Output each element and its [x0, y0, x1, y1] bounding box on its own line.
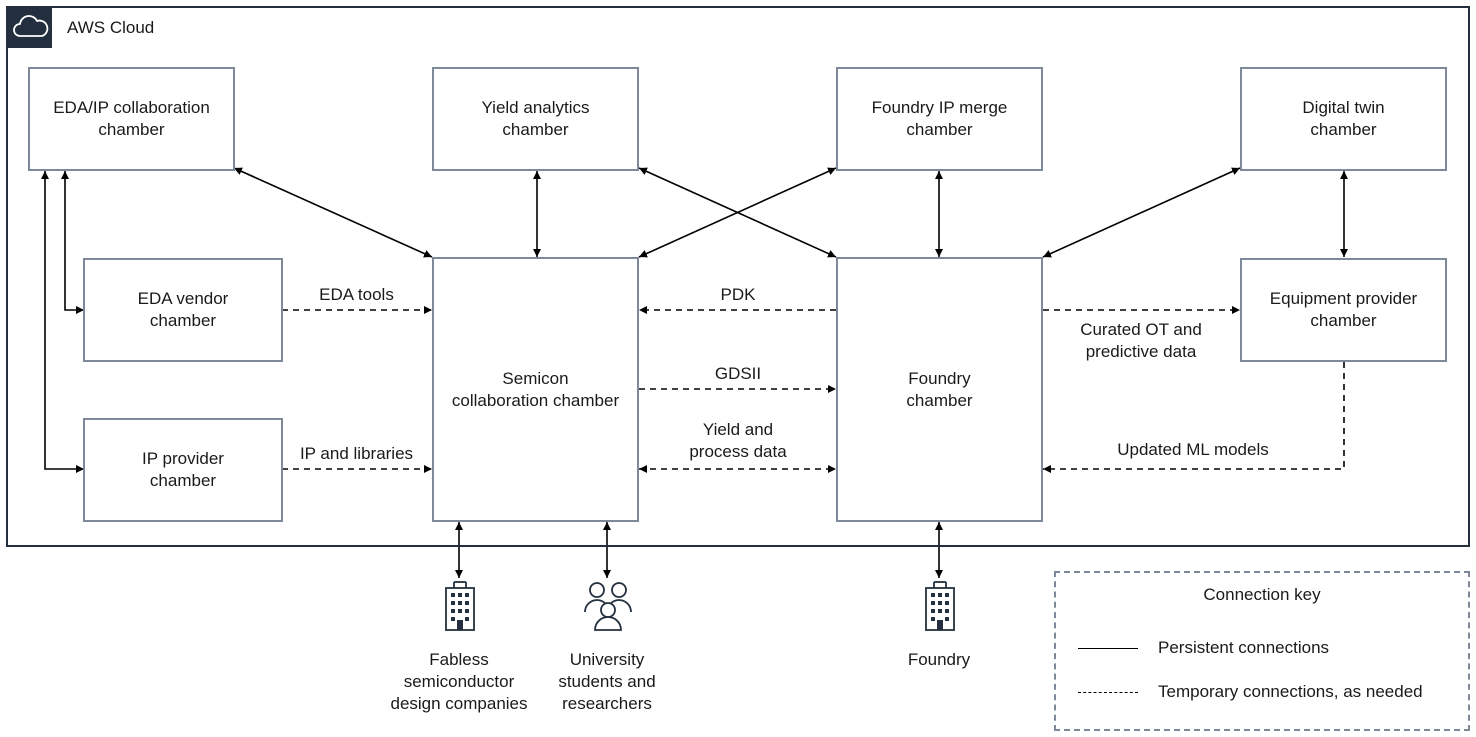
connector-updated-ml [1043, 362, 1345, 473]
semicon-collaboration-chamber[interactable]: Semicon collaboration chamber [432, 257, 639, 522]
actor-label-fabless: Fabless semiconductor design companies [390, 650, 528, 713]
edge-label-eda-tools: EDA tools [319, 285, 394, 304]
solid-line-swatch [1078, 648, 1138, 649]
connector-eda-ip-to-eda-vendor [61, 171, 84, 314]
connector-foundry-ip-to-semicon [638, 167, 837, 258]
edge-label-updated-ml: Updated ML models [1117, 440, 1269, 459]
chamber-label: EDA/IP collaboration chamber [53, 98, 210, 139]
chamber-label: Digital twin chamber [1302, 98, 1385, 139]
actor-label-foundry: Foundry [907, 650, 971, 669]
equipment-provider-chamber[interactable]: Equipment provider chamber [1240, 258, 1447, 362]
ip-provider-chamber[interactable]: IP provider chamber [83, 418, 283, 522]
edge-label-pdk: PDK [720, 285, 756, 304]
actor-label-university: University students and researchers [558, 650, 656, 713]
building-icon [445, 581, 475, 631]
dashed-line-swatch [1078, 692, 1138, 693]
legend-persistent-label: Persistent connections [1158, 638, 1330, 657]
chamber-label: Yield analytics chamber [481, 98, 590, 139]
users-icon [584, 582, 632, 631]
digital-twin-chamber[interactable]: Digital twin chamber [1240, 67, 1447, 171]
chamber-label: IP provider chamber [142, 449, 224, 490]
connection-key-legend: Connection key Persistent connections Te… [1054, 571, 1470, 731]
eda-ip-collaboration-chamber[interactable]: EDA/IP collaboration chamber [28, 67, 235, 171]
legend-title: Connection key [1203, 585, 1321, 604]
foundry-ip-merge-chamber[interactable]: Foundry IP merge chamber [836, 67, 1043, 171]
edge-label-yield-process: Yield and process data [689, 420, 787, 461]
chamber-label: Foundry IP merge chamber [871, 98, 1008, 139]
chamber-label: Semicon collaboration chamber [451, 368, 620, 410]
legend-temporary-label: Temporary connections, as needed [1158, 682, 1423, 701]
building-icon [925, 581, 955, 631]
chamber-label: Equipment provider chamber [1269, 289, 1418, 330]
eda-vendor-chamber[interactable]: EDA vendor chamber [83, 258, 283, 362]
connector-digital-twin-to-foundry [1042, 167, 1241, 258]
chamber-label: Foundry chamber [906, 368, 973, 410]
connector-eda-ip-to-semicon [233, 167, 433, 258]
edge-label-gdsii: GDSII [714, 364, 762, 383]
edge-label-ip-libraries: IP and libraries [299, 444, 414, 463]
edge-label-curated-ot: Curated OT and predictive data [1080, 320, 1202, 361]
connector-eda-ip-to-ip-provider [41, 171, 84, 473]
chamber-label: EDA vendor chamber [137, 289, 229, 330]
yield-analytics-chamber[interactable]: Yield analytics chamber [432, 67, 639, 171]
foundry-chamber[interactable]: Foundry chamber [836, 257, 1043, 522]
